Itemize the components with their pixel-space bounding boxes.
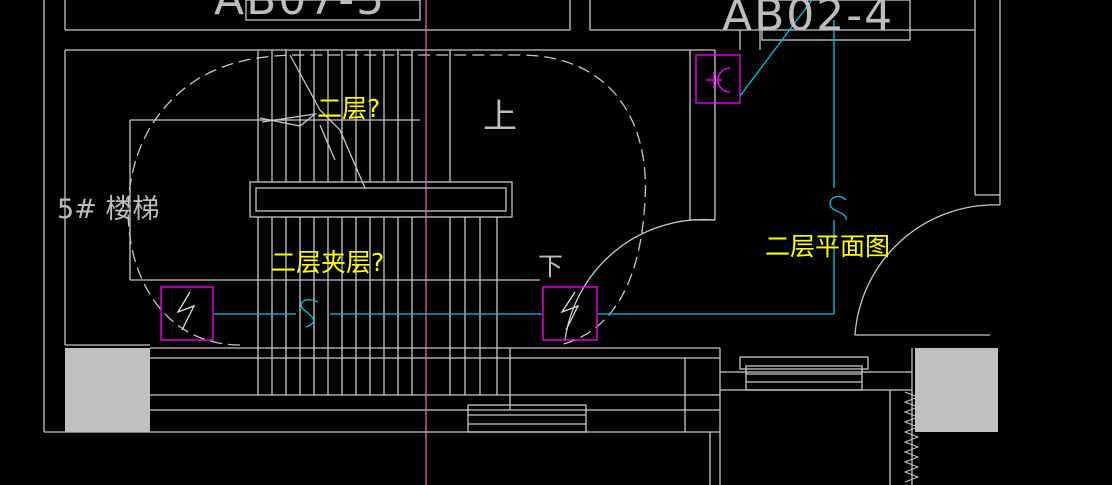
- room-tag-left: AB07-5: [214, 0, 386, 22]
- stair-up-marker: 上: [483, 97, 517, 137]
- dashed-zone-outline: [127, 54, 647, 346]
- room-tag-right: AB02-4: [722, 0, 895, 41]
- column-fill-right: [915, 348, 998, 432]
- stair-label: 5# 楼梯: [57, 194, 160, 225]
- column-fill-left: [65, 348, 150, 432]
- stair-down-marker: 下: [538, 252, 564, 281]
- light-fixture-left[interactable]: [160, 286, 214, 341]
- circuit-wiring: [214, 0, 847, 328]
- wall-lines: [43, 0, 1001, 485]
- annotation-floor2: 二层?: [317, 94, 381, 123]
- annotation-mezzanine: 二层夹层?: [271, 248, 385, 277]
- socket-fixture[interactable]: [695, 54, 741, 104]
- light-fixture-center[interactable]: [542, 286, 598, 341]
- annotation-floor2-plan: 二层平面图: [765, 232, 891, 261]
